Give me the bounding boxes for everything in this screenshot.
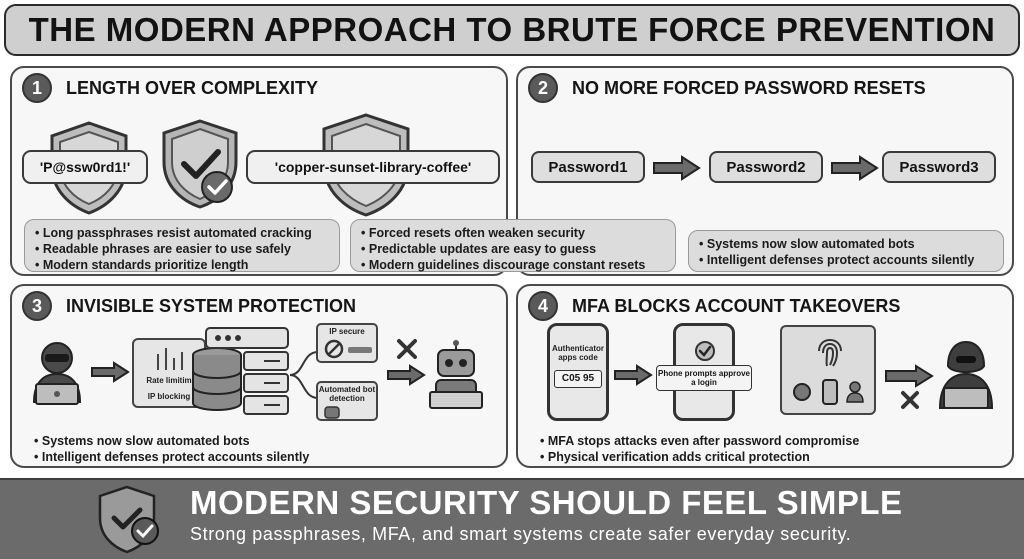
ip-blocking-label: IP blocking	[147, 392, 191, 401]
biometric-card	[780, 325, 876, 415]
panel-header: 3 INVISIBLE SYSTEM PROTECTION	[12, 286, 356, 326]
check-badge-icon	[201, 171, 233, 203]
ip-secure-card: IP secure	[316, 323, 378, 363]
authenticator-phone: Authenticator apps code C05 95	[547, 323, 609, 421]
bullet-list: Long passphrases resist automated cracki…	[24, 219, 340, 272]
strong-passphrase-chip: 'copper-sunset-library-coffee'	[246, 150, 500, 184]
bullet-list: Forced resets often weaken security Pred…	[350, 219, 676, 272]
title-banner: THE MODERN APPROACH TO BRUTE FORCE PREVE…	[4, 4, 1020, 56]
page-title: THE MODERN APPROACH TO BRUTE FORCE PREVE…	[28, 11, 996, 48]
phone-prompt-label: Phone prompts approve a login	[656, 365, 752, 391]
check-badge-icon	[131, 517, 159, 545]
panel-header: 2 NO MORE FORCED PASSWORD RESETS	[518, 68, 926, 108]
bot-detection-card: Automated bot detection	[316, 381, 378, 421]
arrow-right-icon	[614, 364, 653, 386]
panel-header: 4 MFA BLOCKS ACCOUNT TAKEOVERS	[518, 286, 900, 326]
bullet-item: Modern standards prioritize length	[35, 257, 329, 273]
hacker-icon	[938, 340, 994, 409]
step-number: 4	[528, 291, 558, 321]
bullet-item: Modern guidelines discourage constant re…	[361, 257, 665, 273]
arrow-right-icon	[653, 155, 701, 181]
robot-icon	[429, 340, 483, 409]
rate-limit-label: Rate limitim	[146, 376, 192, 385]
arrow-right-icon	[831, 155, 879, 181]
bullet-item: Intelligent defenses protect accounts si…	[34, 449, 324, 465]
footer-title: MODERN SECURITY SHOULD FEEL SIMPLE	[190, 484, 903, 521]
close-x-icon	[901, 391, 919, 409]
user-check-icon	[846, 381, 864, 403]
password-box: Password3	[882, 151, 996, 183]
connector-lines	[289, 351, 319, 399]
step-number: 1	[22, 73, 52, 103]
step-number: 3	[22, 291, 52, 321]
block-icon	[324, 339, 344, 359]
bullet-item: Predictable updates are easy to guess	[361, 241, 665, 257]
panel-header: 1 LENGTH OVER COMPLEXITY	[12, 68, 318, 108]
bullet-item: Systems now slow automated bots	[699, 236, 993, 252]
panel-title: INVISIBLE SYSTEM PROTECTION	[66, 295, 357, 316]
bullet-item: Systems now slow automated bots	[34, 433, 324, 449]
panel-title: LENGTH OVER COMPLEXITY	[66, 77, 319, 98]
step-number: 2	[528, 73, 558, 103]
bot-detection-label: Automated bot detection	[318, 385, 376, 403]
bullet-item: Readable phrases are easier to use safel…	[35, 241, 329, 257]
bullet-item: Forced resets often weaken security	[361, 225, 665, 241]
hacker-icon	[32, 342, 82, 405]
footer-banner	[0, 478, 1024, 559]
database-icon	[192, 347, 242, 412]
arrow-right-icon	[885, 364, 934, 388]
key-fob-icon	[793, 383, 811, 401]
authenticator-label: Authenticator apps code	[552, 344, 604, 362]
bullet-list: Systems now slow automated bots Intellig…	[24, 428, 334, 464]
footer-subtitle: Strong passphrases, MFA, and smart syste…	[190, 524, 852, 544]
fingerprint-icon	[818, 339, 842, 367]
password-box: Password2	[709, 151, 823, 183]
panel-title: MFA BLOCKS ACCOUNT TAKEOVERS	[572, 295, 901, 316]
server-icon	[205, 327, 289, 415]
weak-password-chip: 'P@ssw0rd1!'	[22, 150, 148, 184]
close-x-icon	[397, 339, 417, 359]
arrow-right-icon	[387, 364, 426, 386]
bullet-list: Systems now slow automated bots Intellig…	[688, 230, 1004, 272]
bullet-list: MFA stops attacks even after password co…	[530, 428, 900, 464]
check-circle-icon	[695, 341, 715, 361]
bullet-item: Intelligent defenses protect accounts si…	[699, 252, 993, 268]
bot-small-icon	[324, 406, 340, 419]
password-box: Password1	[531, 151, 645, 183]
panel-title: NO MORE FORCED PASSWORD RESETS	[572, 77, 926, 98]
bar-chart-icon	[157, 348, 183, 370]
bullet-item: MFA stops attacks even after password co…	[540, 433, 890, 449]
auth-code: C05 95	[554, 370, 602, 388]
ip-secure-label: IP secure	[329, 327, 365, 336]
status-bar	[348, 347, 372, 353]
bullet-item: Physical verification adds critical prot…	[540, 449, 890, 465]
smartphone-icon	[822, 379, 838, 405]
arrow-right-icon	[91, 361, 130, 383]
bullet-item: Long passphrases resist automated cracki…	[35, 225, 329, 241]
